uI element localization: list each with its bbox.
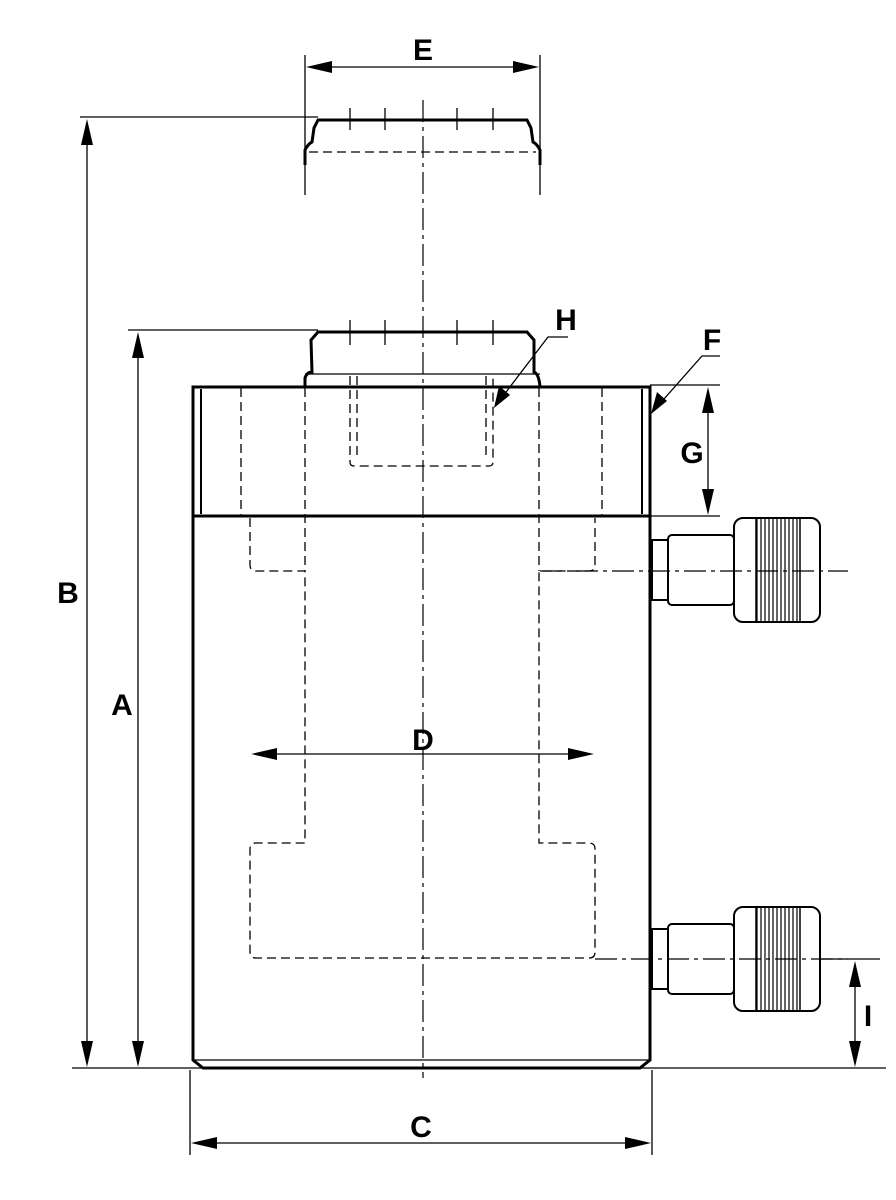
label-e: E	[413, 34, 433, 67]
upper-hydraulic-coupler	[651, 517, 821, 623]
dimension-d: D	[251, 724, 594, 760]
leader-f: F	[651, 324, 721, 414]
label-a: A	[111, 689, 133, 722]
label-c: C	[410, 1111, 432, 1144]
dimension-e: E	[306, 34, 539, 73]
label-b: B	[57, 577, 79, 610]
label-g: G	[680, 437, 703, 470]
center-lines	[422, 100, 848, 1078]
dimension-i: I	[849, 961, 872, 1067]
label-h: H	[555, 304, 577, 337]
dimension-c: C	[191, 1111, 651, 1149]
threaded-collar	[191, 385, 652, 516]
dimension-b: B	[57, 119, 93, 1067]
leader-h: H	[494, 304, 577, 408]
label-i: I	[864, 1000, 872, 1033]
label-f: F	[703, 324, 721, 357]
label-d: D	[412, 724, 434, 757]
dimension-g: G	[680, 387, 714, 515]
extension-lines	[72, 55, 886, 1155]
dimension-a: A	[111, 332, 144, 1067]
